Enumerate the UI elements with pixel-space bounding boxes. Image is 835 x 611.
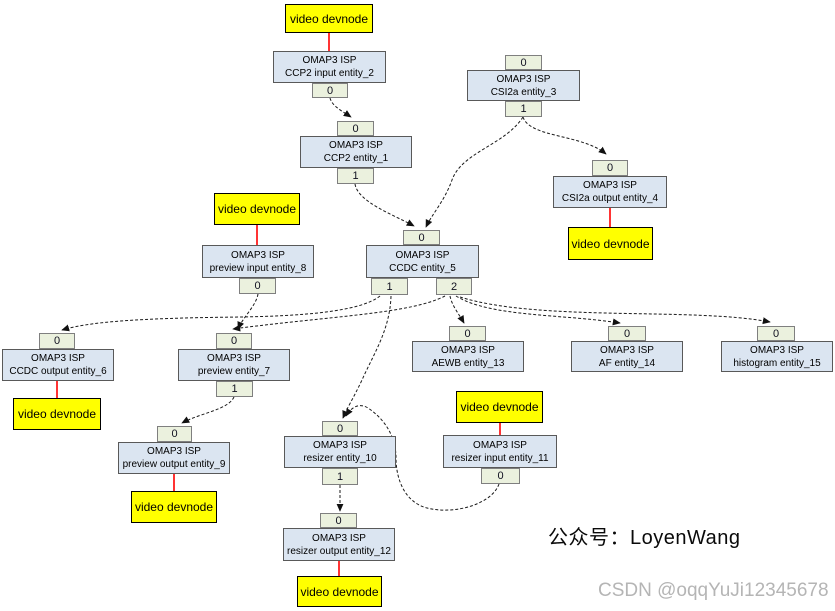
entity-title: OMAP3 ISP: [750, 344, 804, 356]
pad-0-preview-input-8: 0: [239, 278, 276, 294]
link-preview-input-to-preview: [237, 293, 259, 330]
pad-0-resizer-input-11: 0: [481, 468, 520, 484]
entity-resizer-input-11: OMAP3 ISP resizer input entity_11: [443, 435, 557, 468]
entity-subtitle: preview entity_7: [197, 366, 271, 377]
entity-subtitle: CSI2a output entity_4: [561, 193, 659, 204]
pad-1-ccp2-1: 1: [337, 168, 374, 184]
pad-0-ccdc-5: 0: [403, 230, 440, 245]
entity-resizer-output-12: OMAP3 ISP resizer output entity_12: [283, 528, 395, 561]
entity-subtitle: preview output entity_9: [122, 459, 226, 470]
devnode-links: [56, 33, 611, 576]
link-ccdc-to-aewb: [449, 295, 465, 324]
entity-preview-output-9: OMAP3 ISP preview output entity_9: [118, 442, 230, 474]
entity-title: OMAP3 ISP: [395, 249, 450, 261]
pad-0-csi2a-output-4: 0: [592, 160, 628, 176]
watermark-publisher: 公众号：LoyenWang: [548, 527, 741, 549]
link-ccdc-to-af: [455, 295, 621, 326]
entity-subtitle: histogram entity_15: [733, 357, 821, 369]
entity-title: OMAP3 ISP: [31, 353, 85, 364]
entity-title: OMAP3 ISP: [583, 180, 637, 191]
pad-0-aewb-13: 0: [449, 326, 486, 341]
pad-links: [61, 97, 771, 512]
pad-1-ccdc-5: 1: [371, 278, 408, 295]
entity-csi2a-output-4: OMAP3 ISP CSI2a output entity_4: [553, 176, 667, 208]
link-csi2a-to-ccdc: [425, 116, 524, 228]
entity-title: OMAP3 ISP: [302, 55, 357, 66]
pad-1-preview-7: 1: [216, 381, 253, 397]
entity-subtitle: resizer input entity_11: [451, 452, 549, 464]
link-ccdc-to-ccdc-output: [61, 295, 381, 332]
entity-resizer-10: OMAP3 ISP resizer entity_10: [284, 436, 396, 468]
entity-csi2a-3: OMAP3 ISP CSI2a entity_3: [467, 70, 580, 101]
watermark-csdn: CSDN @oqqYuJi12345678: [598, 580, 829, 601]
entity-subtitle: CCDC entity_5: [389, 262, 456, 274]
entity-subtitle: resizer output entity_12: [287, 545, 391, 557]
pad-0-resizer-output-12: 0: [320, 513, 357, 528]
entity-title: OMAP3 ISP: [147, 446, 201, 457]
entity-title: OMAP3 ISP: [441, 344, 495, 356]
entity-title: OMAP3 ISP: [329, 140, 383, 151]
pad-0-resizer-10: 0: [322, 421, 358, 436]
entity-ccp2-input-2: OMAP3 ISP CCP2 input entity_2: [273, 51, 386, 83]
pad-2-ccdc-5: 2: [436, 278, 472, 295]
entity-aewb-13: OMAP3 ISP AEWB entity_13: [412, 341, 524, 372]
entity-title: OMAP3 ISP: [207, 353, 261, 364]
entity-subtitle: CSI2a entity_3: [490, 86, 557, 98]
entity-ccp2-1: OMAP3 ISP CCP2 entity_1: [300, 136, 412, 168]
entity-title: OMAP3 ISP: [496, 73, 551, 85]
entity-subtitle: AEWB entity_13: [431, 357, 505, 369]
entity-ccdc-output-6: OMAP3 ISP CCDC output entity_6: [2, 349, 114, 381]
pad-0-ccdc-output-6: 0: [39, 333, 75, 349]
pad-0-preview-output-9: 0: [157, 426, 192, 442]
devnode-resizer-output: video devnode: [297, 576, 382, 607]
link-resizer-input-to-resizer: [345, 405, 500, 511]
entity-histogram-15: OMAP3 ISP histogram entity_15: [721, 341, 833, 372]
pad-0-preview-7: 0: [216, 333, 252, 349]
devnode-preview-output: video devnode: [131, 491, 217, 523]
pad-0-af-14: 0: [608, 326, 646, 341]
devnode-resizer-input: video devnode: [456, 391, 543, 423]
link-ccp2-to-ccdc: [354, 183, 415, 227]
devnode-ccp2-input: video devnode: [285, 4, 373, 33]
link-csi2a-to-csi2a-output: [522, 116, 607, 155]
entity-title: OMAP3 ISP: [231, 249, 285, 261]
devnode-preview-input: video devnode: [214, 193, 300, 225]
pad-1-csi2a-3: 1: [505, 101, 542, 117]
entity-subtitle: preview input entity_8: [209, 262, 307, 274]
entity-subtitle: AF entity_14: [598, 357, 656, 369]
entity-preview-7: OMAP3 ISP preview entity_7: [178, 349, 290, 381]
entity-ccdc-5: OMAP3 ISP CCDC entity_5: [366, 245, 479, 278]
pad-0-ccp2-1: 0: [337, 121, 374, 136]
entity-subtitle: CCDC output entity_6: [9, 366, 107, 377]
devnode-csi2a-output: video devnode: [568, 227, 653, 260]
link-ccdc-to-resizer: [342, 295, 392, 419]
link-ccdc-to-histogram: [459, 296, 771, 325]
pad-0-histogram-15: 0: [757, 326, 795, 341]
entity-title: OMAP3 ISP: [312, 532, 366, 544]
link-ccdc-to-preview: [232, 295, 446, 332]
pad-1-resizer-10: 1: [322, 468, 358, 485]
entity-subtitle: resizer entity_10: [303, 453, 377, 464]
entity-subtitle: CCP2 input entity_2: [285, 68, 374, 79]
pad-0-ccp2-input-2: 0: [312, 83, 348, 98]
entity-title: OMAP3 ISP: [473, 439, 527, 451]
entity-title: OMAP3 ISP: [313, 440, 367, 451]
entity-preview-input-8: OMAP3 ISP preview input entity_8: [202, 245, 314, 278]
link-preview-to-preview-output: [181, 396, 235, 424]
link-ccp2input-to-ccp2: [329, 97, 352, 118]
entity-title: OMAP3 ISP: [600, 344, 654, 356]
entity-subtitle: CCP2 entity_1: [323, 153, 389, 164]
entity-af-14: OMAP3 ISP AF entity_14: [571, 341, 683, 372]
devnode-ccdc-output: video devnode: [13, 398, 101, 430]
pad-0-csi2a-3: 0: [505, 55, 542, 70]
